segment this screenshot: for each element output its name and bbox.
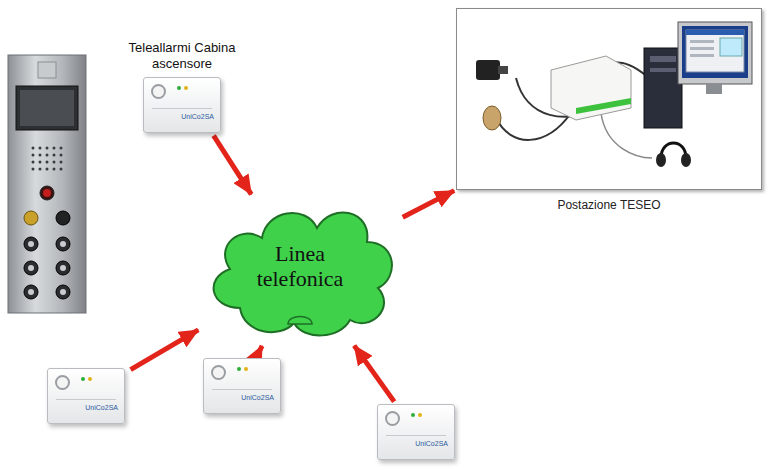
alarm-device: UniCo2SA xyxy=(377,404,455,460)
station-part xyxy=(678,22,752,84)
device-seam xyxy=(56,399,116,400)
station-part xyxy=(686,30,744,35)
station-part xyxy=(650,56,676,62)
station-part xyxy=(498,66,508,74)
alarm-device: UniCo2SA xyxy=(143,77,221,133)
device-brand: UniCo2SA xyxy=(415,440,448,447)
station-part xyxy=(681,153,691,167)
station-part xyxy=(690,54,714,57)
station-part xyxy=(690,47,714,50)
signal-arrow xyxy=(354,346,394,402)
signal-arrow xyxy=(403,191,455,218)
device-led xyxy=(177,86,181,90)
station-node: Postazione TESEO xyxy=(456,8,762,214)
device-seam xyxy=(386,435,446,436)
signal-arrow xyxy=(257,346,262,356)
station-label: Postazione TESEO xyxy=(456,198,762,212)
cloud-bump xyxy=(288,317,312,325)
device-seam xyxy=(152,108,212,109)
device-logo xyxy=(151,84,166,99)
device-node: UniCo2SA xyxy=(374,404,458,460)
station-illustration xyxy=(456,8,762,190)
device-brand: UniCo2SA xyxy=(181,113,214,120)
station-part xyxy=(706,84,722,94)
device-led xyxy=(184,86,188,90)
station-part xyxy=(650,68,676,72)
station-part xyxy=(483,106,501,130)
station-part xyxy=(644,48,682,128)
station-part xyxy=(690,40,714,43)
device-node: UniCo2SA xyxy=(200,358,284,414)
signal-arrow xyxy=(214,136,252,195)
station-part xyxy=(656,153,666,167)
signal-arrow xyxy=(131,330,199,370)
station-part xyxy=(576,98,631,114)
station-part xyxy=(476,60,500,80)
device-led xyxy=(411,413,415,417)
device-node: Teleallarmi Cabina ascensoreUniCo2SA xyxy=(108,40,256,133)
station-part xyxy=(720,38,742,56)
device-led xyxy=(418,413,422,417)
device-brand: UniCo2SA xyxy=(85,404,118,411)
device-led xyxy=(237,367,241,371)
device-led xyxy=(244,367,248,371)
station-part xyxy=(551,56,631,120)
device-logo xyxy=(385,411,400,426)
device-led xyxy=(88,377,92,381)
device-heading: Teleallarmi Cabina ascensore xyxy=(108,40,256,71)
elevator-panel xyxy=(8,55,86,313)
device-logo xyxy=(211,365,226,380)
station-part xyxy=(496,113,571,140)
alarm-device: UniCo2SA xyxy=(203,358,281,414)
device-seam xyxy=(212,389,272,390)
station-part xyxy=(686,30,744,72)
station-part xyxy=(682,26,748,78)
cloud-node: Linea telefonica xyxy=(200,196,400,344)
alarm-device: UniCo2SA xyxy=(47,368,125,424)
device-brand: UniCo2SA xyxy=(241,394,274,401)
device-node: UniCo2SA xyxy=(44,368,128,424)
device-logo xyxy=(55,375,70,390)
device-led xyxy=(81,377,85,381)
network-label: Linea telefonica xyxy=(200,241,400,292)
